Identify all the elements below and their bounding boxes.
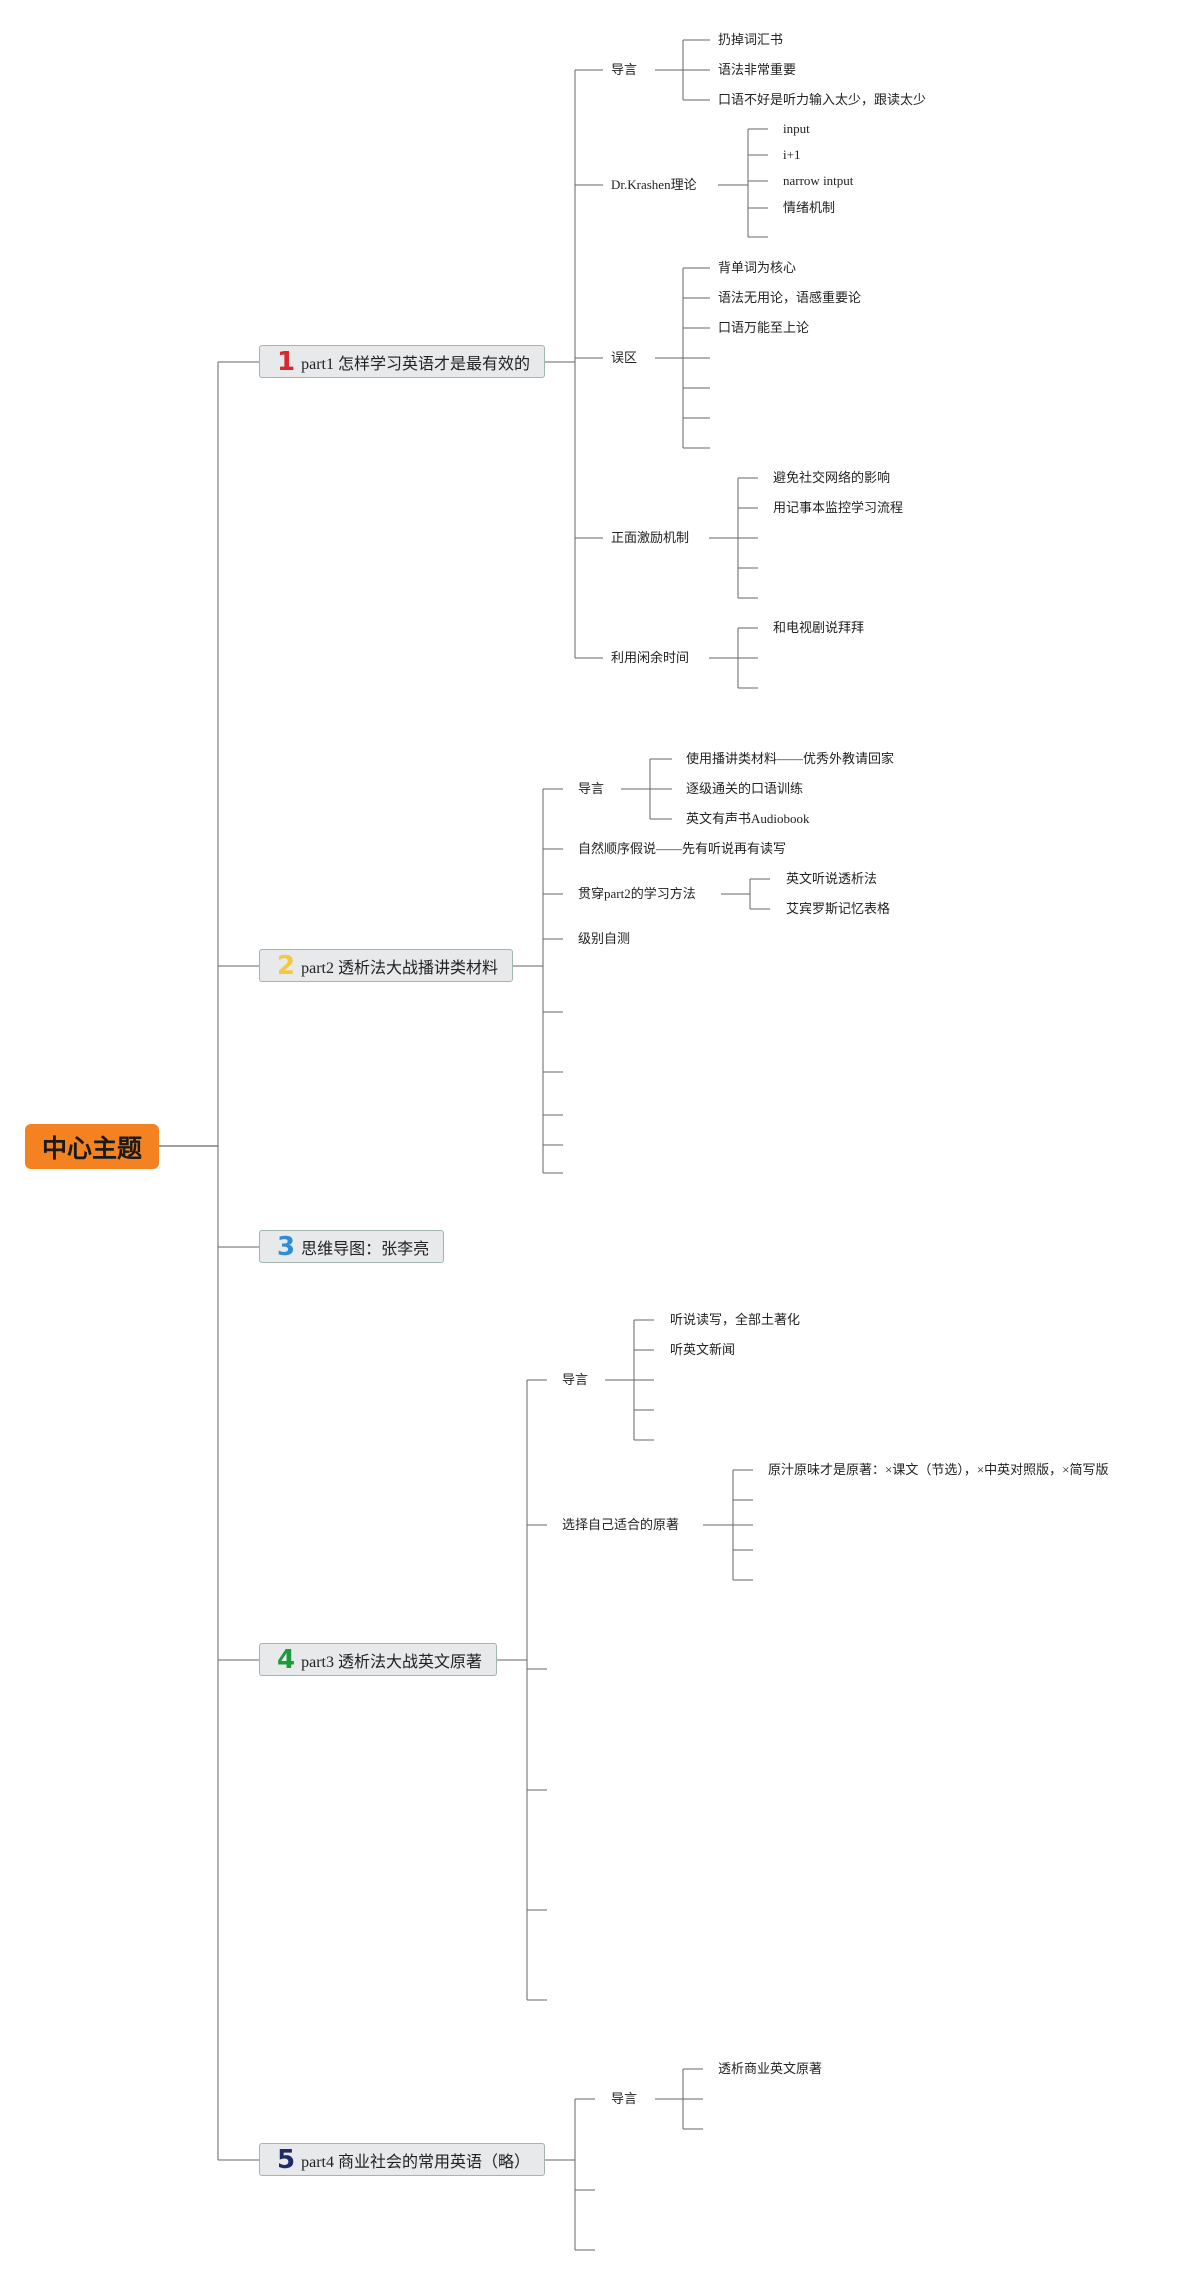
part1-node[interactable]: 1 part1 怎样学习英语才是最有效的 (259, 345, 545, 378)
number-4-icon: 4 (277, 1644, 296, 1675)
p1-daoyan-item[interactable]: 扔掉词汇书 (718, 32, 784, 47)
part-mindmap-author-node[interactable]: 3 思维导图：张李亮 (259, 1230, 445, 1263)
p1-daoyan-label[interactable]: 导言 (611, 62, 638, 77)
number-3-icon: 3 (277, 1231, 296, 1262)
p1-jili-label[interactable]: 正面激励机制 (611, 530, 690, 545)
p1-xianyu-label[interactable]: 利用闲余时间 (611, 650, 690, 665)
p1-krashen-label[interactable]: Dr.Krashen理论 (611, 177, 697, 192)
p2-guanchuan-item[interactable]: 英文听说透析法 (786, 871, 878, 886)
p2-daoyan-item[interactable]: 使用播讲类材料——优秀外教请回家 (686, 751, 895, 766)
p1-jili-item[interactable]: 用记事本监控学习流程 (773, 500, 904, 515)
p1-krashen-item[interactable]: i+1 (783, 147, 801, 162)
p2-daoyan-item[interactable]: 逐级通关的口语训练 (686, 781, 804, 796)
p1-jili-item[interactable]: 避免社交网络的影响 (773, 470, 891, 485)
p1-wuqu-item[interactable]: 语法无用论，语感重要论 (718, 290, 862, 305)
p2-daoyan-label[interactable]: 导言 (578, 781, 605, 796)
part2-label: part2 透析法大战播讲类材料 (301, 959, 498, 977)
p3-xuanze-item[interactable]: 原汁原味才是原著：×课文（节选），×中英对照版，×简写版 (768, 1462, 1109, 1477)
p3-daoyan-item[interactable]: 听英文新闻 (670, 1342, 736, 1357)
p1-wuqu-item[interactable]: 口语万能至上论 (718, 320, 810, 335)
p2-ziran-label[interactable]: 自然顺序假说——先有听说再有读写 (578, 841, 787, 856)
p1-wuqu-item[interactable]: 背单词为核心 (718, 260, 797, 275)
part3-node[interactable]: 4 part3 透析法大战英文原著 (259, 1643, 497, 1676)
p4-daoyan-label[interactable]: 导言 (611, 2091, 638, 2106)
central-topic[interactable]: 中心主题 (25, 1124, 159, 1169)
p3-daoyan-item[interactable]: 听说读写，全部土著化 (670, 1312, 801, 1327)
p2-guanchuan-item[interactable]: 艾宾罗斯记忆表格 (786, 901, 891, 916)
p2-guanchuan-label[interactable]: 贯穿part2的学习方法 (578, 886, 696, 901)
p3-xuanze-label[interactable]: 选择自己适合的原著 (562, 1517, 680, 1532)
p4-daoyan-item[interactable]: 透析商业英文原著 (718, 2061, 823, 2076)
number-5-icon: 5 (277, 2144, 296, 2175)
p1-daoyan-item[interactable]: 口语不好是听力输入太少，跟读太少 (718, 92, 927, 107)
p1-krashen-item[interactable]: 情绪机制 (783, 200, 836, 215)
mindmap-author-label: 思维导图：张李亮 (301, 1240, 430, 1258)
part4-label: part4 商业社会的常用英语（略） (301, 2153, 530, 2171)
part4-node[interactable]: 5 part4 商业社会的常用英语（略） (259, 2143, 545, 2176)
p1-xianyu-item[interactable]: 和电视剧说拜拜 (773, 620, 865, 635)
p1-wuqu-label[interactable]: 误区 (611, 350, 638, 365)
p1-krashen-item[interactable]: narrow intput (783, 173, 854, 188)
part2-node[interactable]: 2 part2 透析法大战播讲类材料 (259, 949, 513, 982)
p2-jibie-label[interactable]: 级别自测 (578, 931, 631, 946)
number-1-icon: 1 (277, 346, 296, 377)
part3-label: part3 透析法大战英文原著 (301, 1653, 482, 1671)
number-2-icon: 2 (277, 950, 296, 981)
part1-label: part1 怎样学习英语才是最有效的 (301, 355, 530, 373)
p3-daoyan-label[interactable]: 导言 (562, 1372, 589, 1387)
p1-daoyan-item[interactable]: 语法非常重要 (718, 62, 797, 77)
p2-daoyan-item[interactable]: 英文有声书Audiobook (686, 811, 810, 826)
p1-krashen-item[interactable]: input (783, 121, 810, 136)
